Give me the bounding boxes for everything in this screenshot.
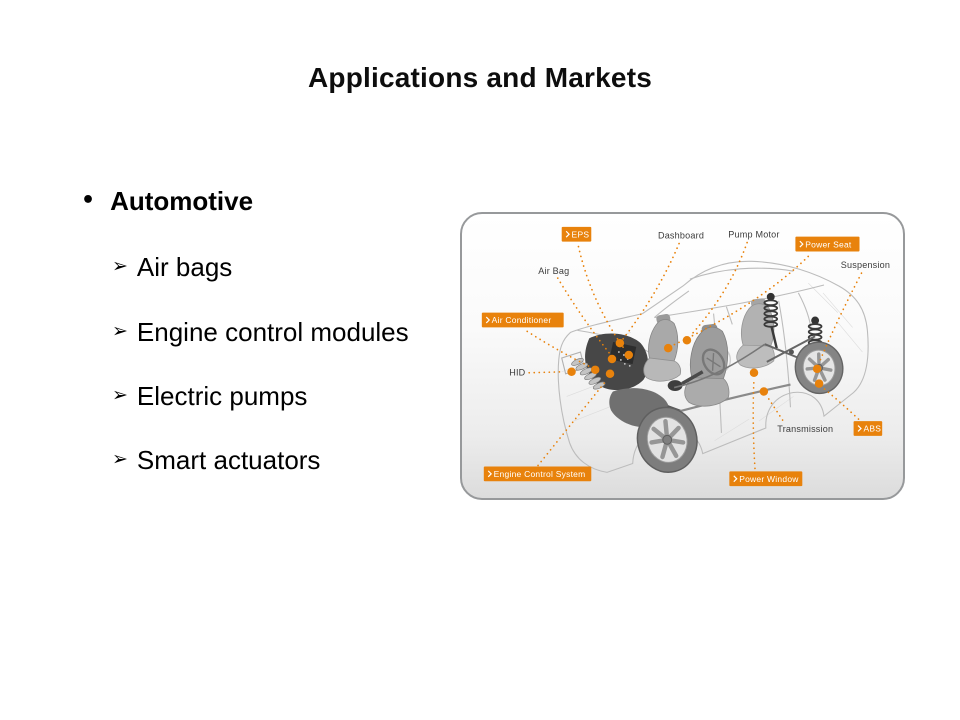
- leader-line-air-conditioner: [526, 330, 592, 368]
- component-dot-hid: [567, 367, 576, 377]
- bullet-list: • Automotive ➢ Air bags ➢ Engine control…: [0, 0, 460, 720]
- callout-box: [795, 236, 860, 252]
- label-transmission: Transmission: [777, 424, 833, 434]
- chevron-icon: [565, 230, 570, 238]
- page-title: Applications and Markets: [308, 62, 652, 93]
- bullet-dot-icon: •: [81, 188, 96, 213]
- arrow-bullet-icon: ➢: [112, 255, 128, 277]
- steering-wheel: [667, 348, 726, 392]
- component-dot-dashboard: [615, 338, 625, 348]
- chevron-icon: [485, 316, 491, 324]
- list-item: ➢ Smart actuators: [112, 445, 321, 475]
- component-dot-abs: [814, 379, 824, 388]
- component-dot-power-seat: [663, 343, 673, 353]
- car-diagram: Dashboard Pump Motor Suspension Air Bag …: [481, 226, 890, 487]
- callouts: EPS Power Seat Air Conditioner Engine Co…: [481, 226, 883, 487]
- chevron-icon: [487, 470, 493, 478]
- list-item: ➢ Electric pumps: [112, 381, 308, 411]
- callout-box: [481, 312, 564, 328]
- callout-engine-control-system: Engine Control System: [483, 466, 592, 482]
- leader-lines: [526, 241, 863, 470]
- component-dots: [567, 335, 824, 396]
- leader-line-power-seat: [672, 255, 810, 346]
- callout-power-window: Power Window: [729, 471, 803, 487]
- component-dot-pump-motor: [682, 335, 692, 345]
- callout-eps: EPS: [561, 226, 592, 242]
- callout-box: [729, 471, 803, 487]
- car-diagram-panel: Dashboard Pump Motor Suspension Air Bag …: [460, 212, 905, 500]
- callout-abs: ABS: [853, 421, 883, 436]
- part-labels: Dashboard Pump Motor Suspension Air Bag …: [509, 230, 890, 434]
- callout-box: [853, 421, 883, 436]
- arrow-bullet-icon: ➢: [112, 320, 128, 342]
- callout-air-conditioner: Air Conditioner: [481, 312, 564, 328]
- component-dot-air-bag: [607, 354, 617, 364]
- list-item: ➢ Air bags: [112, 252, 233, 282]
- label-pump-motor: Pump Motor: [728, 230, 779, 240]
- chevron-icon: [857, 425, 862, 432]
- component-dot-transmission: [759, 387, 769, 396]
- callout-power-seat: Power Seat: [795, 236, 860, 252]
- label-hid: HID: [509, 368, 525, 378]
- leader-line-power-window: [752, 377, 756, 470]
- leader-line-engine-control-system: [537, 378, 608, 467]
- callout-power-seat-label: Power Seat: [805, 239, 852, 249]
- callout-air-conditioner-label: Air Conditioner: [492, 315, 552, 325]
- leader-line-suspension: [818, 272, 863, 364]
- arrow-bullet-icon: ➢: [112, 448, 128, 470]
- component-dot-power-window: [749, 368, 759, 378]
- list-heading-row: • Automotive: [81, 186, 254, 216]
- list-item-label: Smart actuators: [136, 445, 321, 475]
- callout-box: [561, 226, 592, 242]
- list-item-label: Electric pumps: [136, 381, 308, 411]
- chevron-icon: [733, 475, 738, 483]
- label-suspension: Suspension: [841, 260, 890, 270]
- seats: [643, 298, 775, 407]
- leader-line-pump-motor: [689, 241, 748, 338]
- component-dot-air-conditioner: [590, 365, 600, 375]
- list-item-label: Engine control modules: [136, 317, 409, 347]
- callout-power-window-label: Power Window: [739, 474, 799, 484]
- component-dot-engine-control: [605, 369, 615, 378]
- list-item-label: Air bags: [136, 252, 233, 282]
- component-dot-suspension: [812, 364, 822, 374]
- list-item: ➢ Engine control modules: [112, 317, 409, 347]
- component-dot-eps: [624, 350, 633, 360]
- chevron-icon: [799, 240, 804, 248]
- label-air-bag: Air Bag: [538, 266, 569, 276]
- leader-line-air-bag: [556, 277, 611, 355]
- leader-line-hid: [528, 370, 565, 374]
- callout-box: [483, 466, 592, 482]
- leader-line-transmission: [766, 396, 784, 421]
- label-dashboard: Dashboard: [658, 231, 704, 241]
- arrow-bullet-icon: ➢: [112, 384, 128, 406]
- front-wheel: [636, 406, 698, 473]
- callout-abs-label: ABS: [863, 424, 881, 434]
- callout-eps-label: EPS: [572, 229, 590, 239]
- callout-engine-control-system-label: Engine Control System: [494, 469, 586, 479]
- list-heading: Automotive: [110, 186, 254, 216]
